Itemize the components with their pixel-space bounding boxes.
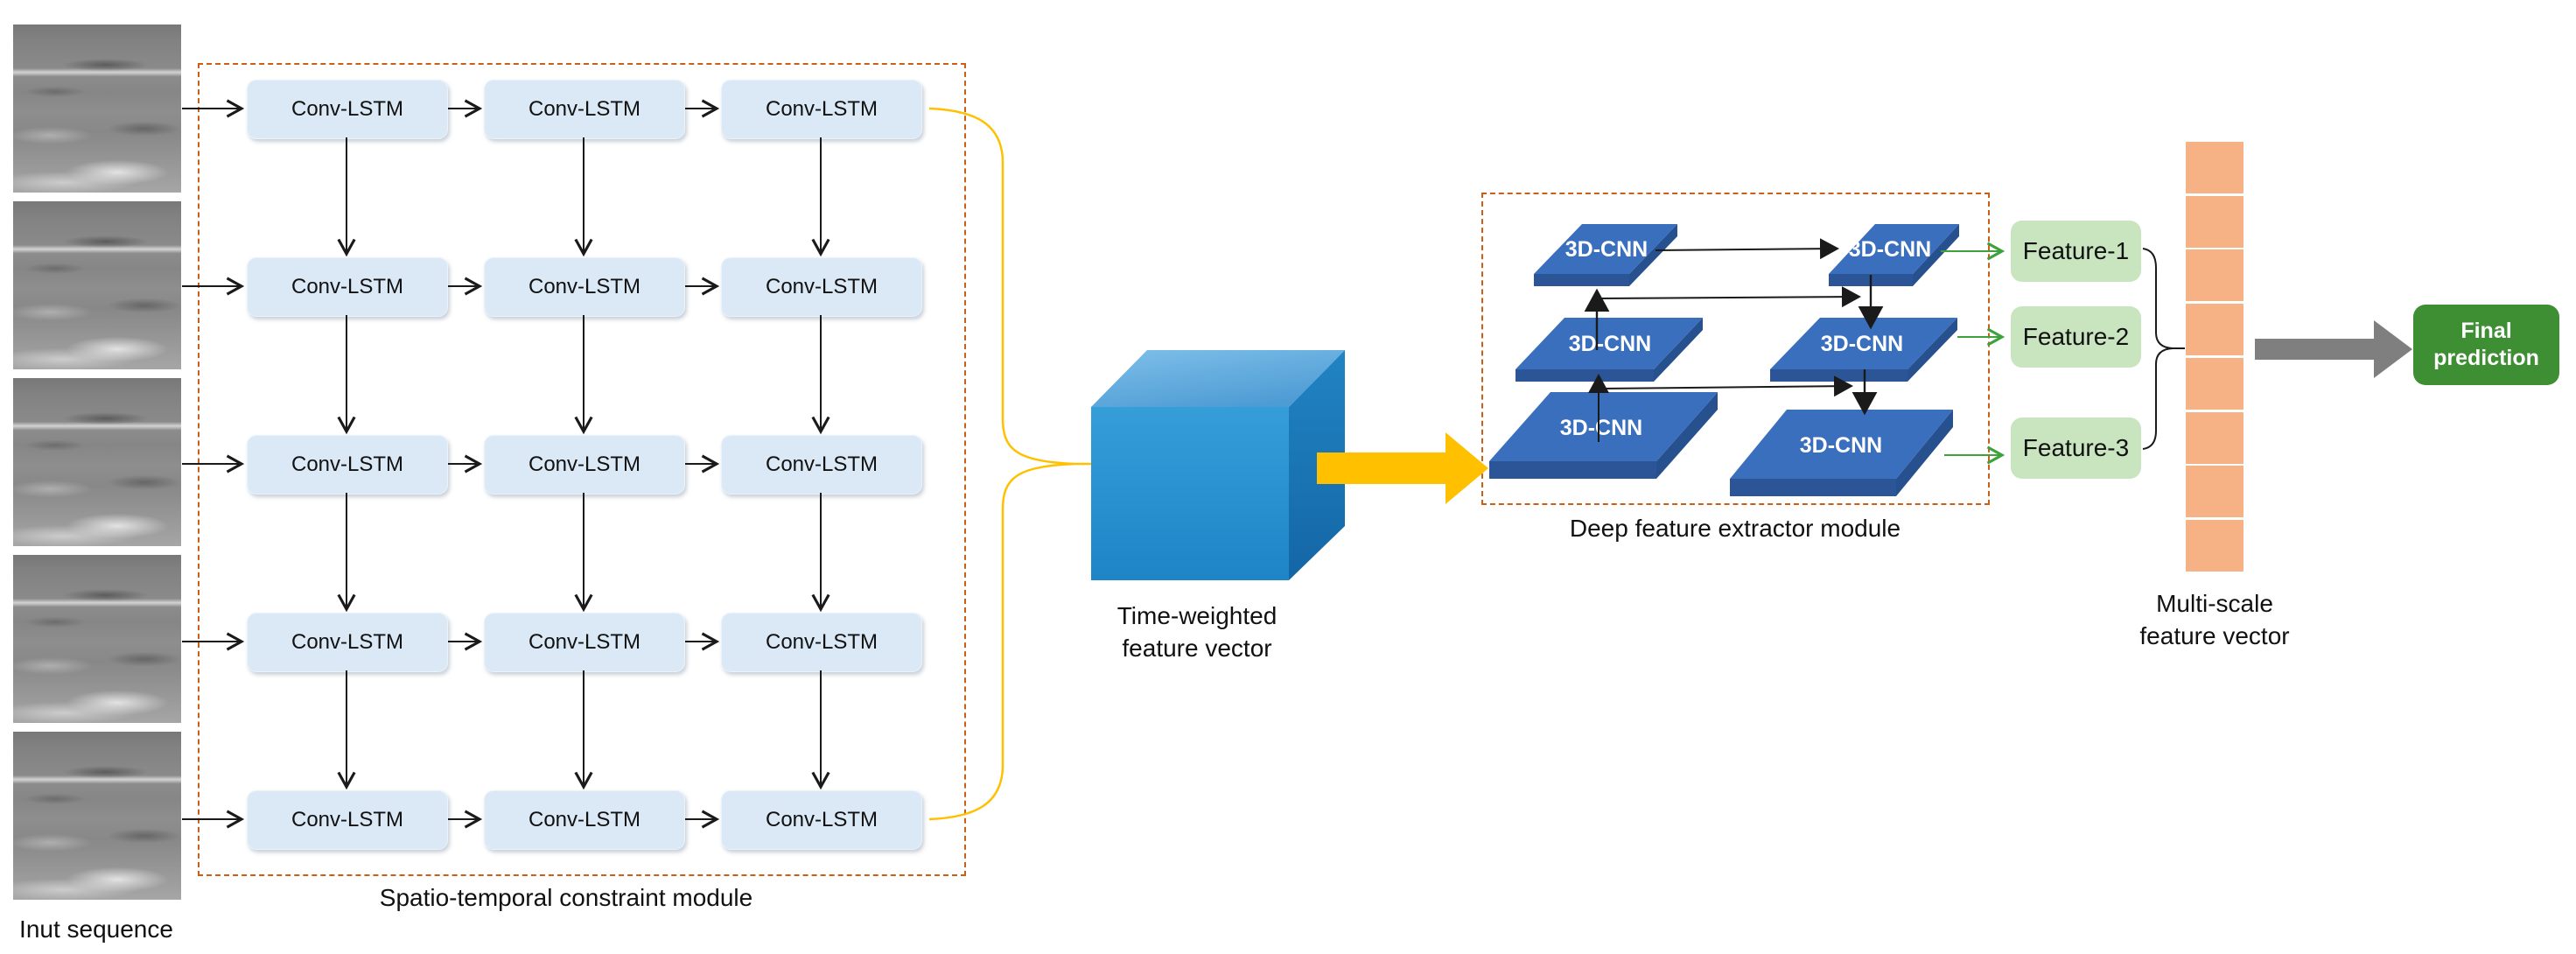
3d-cnn-label: 3D-CNN: [1821, 332, 1903, 356]
conv-lstm-box: Conv-LSTM: [247, 435, 448, 495]
cube-top-face: [1091, 350, 1345, 407]
3d-cnn-label: 3D-CNN: [1800, 433, 1882, 458]
3d-cnn-slab: 3D-CNN: [1534, 224, 1677, 286]
dfe-arrow: [1655, 238, 1839, 260]
gather-brace: [928, 107, 1075, 821]
conv-lstm-box: Conv-LSTM: [721, 790, 922, 850]
conv-lstm-box: Conv-LSTM: [484, 435, 685, 495]
3d-cnn-slab: 3D-CNN: [1829, 224, 1959, 286]
input-frame: [13, 25, 181, 193]
yellow-block-arrow: [1317, 432, 1488, 504]
vector-cell: [2186, 195, 2244, 248]
vector-cell: [2186, 304, 2244, 356]
input-frame: [13, 555, 181, 723]
feature-box: Feature-2: [2011, 306, 2141, 368]
deep-feature-module-border: [1481, 193, 1990, 505]
vector-cell: [2186, 357, 2244, 410]
vector-cell: [2186, 249, 2244, 302]
dfe-arrow: [1598, 286, 1861, 308]
spatio-module-border: [198, 63, 966, 876]
gray-block-arrow: [2255, 320, 2412, 378]
final-prediction-box: Final prediction: [2413, 305, 2559, 385]
3d-cnn-label: 3D-CNN: [1569, 332, 1651, 356]
multi-scale-vector-label: Multi-scale feature vector: [2139, 590, 2290, 649]
conv-lstm-box: Conv-LSTM: [484, 80, 685, 139]
conv-lstm-box: Conv-LSTM: [247, 257, 448, 317]
vector-cell: [2186, 466, 2244, 518]
3d-cnn-slab: 3D-CNN: [1770, 318, 1957, 382]
vector-cell: [2186, 142, 2244, 193]
3d-cnn-slab: 3D-CNN: [1516, 318, 1703, 382]
conv-lstm-box: Conv-LSTM: [247, 790, 448, 850]
3d-cnn-label: 3D-CNN: [1560, 416, 1642, 440]
conv-lstm-box: Conv-LSTM: [484, 790, 685, 850]
deep-feature-module-label: Deep feature extractor module: [1569, 515, 1901, 542]
vector-cell: [2186, 519, 2244, 572]
conv-lstm-box: Conv-LSTM: [721, 80, 922, 139]
conv-lstm-box: Conv-LSTM: [721, 257, 922, 317]
input-frame: [13, 732, 181, 900]
conv-lstm-box: Conv-LSTM: [721, 613, 922, 672]
input-frame: [13, 378, 181, 546]
feature-box: Feature-3: [2011, 417, 2141, 479]
3d-cnn-slab: 3D-CNN: [1489, 392, 1718, 479]
time-weighted-vector-label: Time-weighted feature vector: [1116, 602, 1278, 662]
cube-front-face: [1091, 407, 1289, 580]
input-frame: [13, 201, 181, 369]
feature-merge-brace: [2142, 248, 2174, 450]
conv-lstm-box: Conv-LSTM: [721, 435, 922, 495]
3d-cnn-label: 3D-CNN: [1849, 237, 1931, 262]
conv-lstm-box: Conv-LSTM: [484, 613, 685, 672]
dfe-arrow: [1600, 375, 1853, 397]
conv-lstm-box: Conv-LSTM: [247, 80, 448, 139]
conv-lstm-box: Conv-LSTM: [247, 613, 448, 672]
feature-box: Feature-1: [2011, 221, 2141, 282]
input-sequence-label: Inut sequence: [19, 915, 173, 943]
conv-lstm-box: Conv-LSTM: [484, 257, 685, 317]
vector-cell: [2186, 411, 2244, 464]
spatio-module-label: Spatio-temporal constraint module: [379, 884, 753, 911]
3d-cnn-slab: 3D-CNN: [1730, 410, 1953, 496]
3d-cnn-label: 3D-CNN: [1565, 237, 1648, 262]
